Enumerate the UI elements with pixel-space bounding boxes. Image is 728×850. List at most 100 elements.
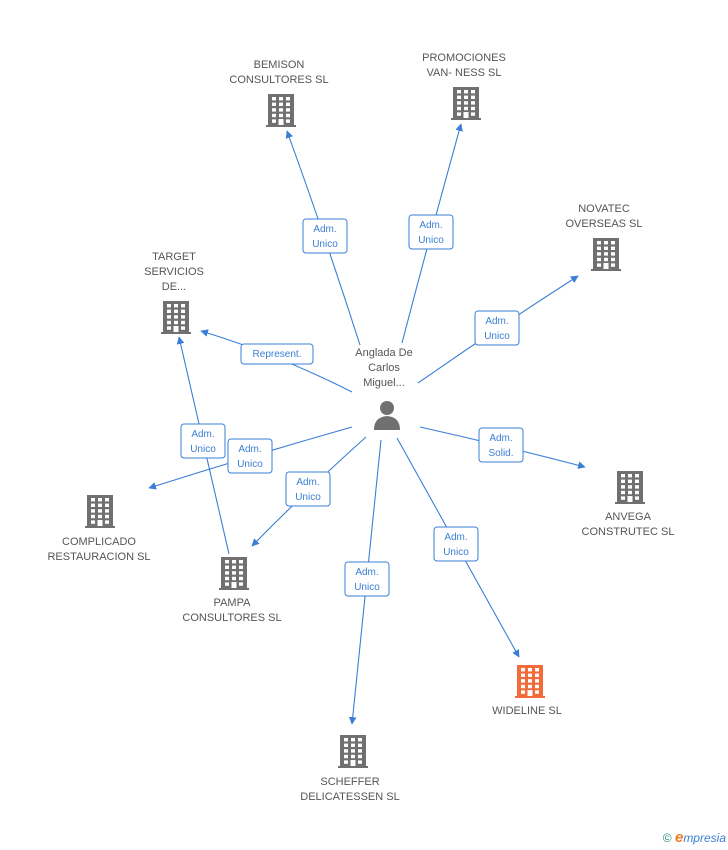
building-window [98,514,102,519]
person-name[interactable]: Anglada De [355,347,413,359]
building-icon[interactable] [85,495,115,528]
edge-complicado: Adm.Unico [148,426,353,490]
building-icon[interactable] [451,87,481,120]
person-body [374,416,400,430]
company-name[interactable]: DELICATESSEN SL [300,791,399,803]
building-window [279,108,283,112]
company-name[interactable]: SERVICIOS [144,266,204,278]
building-window [635,485,639,489]
building-door [350,760,356,767]
building-icon[interactable] [615,471,645,504]
company-name[interactable]: RESTAURACION SL [47,551,150,563]
company-name[interactable]: COMPLICADO [62,536,136,548]
edge-promociones: Adm.Unico [401,123,463,344]
building-window [272,102,276,106]
building-icon[interactable] [161,301,191,334]
company-name[interactable]: SCHEFFER [320,776,379,788]
building-door [627,496,633,503]
edge-label-box [408,214,454,250]
building-window [535,684,539,689]
company-name[interactable]: PROMOCIONES [422,52,506,64]
company-node-wideline[interactable]: WIDELINE SL [492,665,562,717]
building-icon[interactable] [591,238,621,271]
edge-label-box [302,218,348,254]
company-name[interactable]: OVERSEAS SL [565,218,642,230]
building-window [464,106,468,111]
building-window [521,684,525,689]
empresia-logo[interactable]: empresia [674,829,726,846]
edge-role-label[interactable]: Adm.Solid. [478,427,524,463]
building-window [239,560,243,564]
company-name[interactable]: DE... [162,281,186,293]
company-name[interactable]: VAN- NESS SL [427,67,502,79]
edge-label-text: Unico [443,547,469,558]
edge-role-label[interactable]: Adm.Unico [302,218,348,254]
building-window [181,309,185,313]
edge-role-label[interactable]: Adm.Unico [433,526,479,562]
building-icon[interactable] [338,735,368,768]
edge-label-text: Unico [295,492,321,503]
company-name[interactable]: CONSTRUTEC SL [582,526,675,538]
edge-role-label[interactable]: Adm.Unico [344,561,390,597]
company-name[interactable]: CONSULTORES SL [229,74,328,86]
building-icon[interactable] [266,94,296,127]
company-node-bemison[interactable]: BEMISON CONSULTORES SL [229,59,329,127]
company-name[interactable]: WIDELINE SL [492,705,562,717]
company-node-target[interactable]: TARGET SERVICIOS DE... [144,251,204,334]
building-door [278,119,284,126]
company-name[interactable]: BEMISON [254,59,305,71]
person-icon[interactable] [374,401,400,430]
edge-role-label[interactable]: Adm.Unico [180,423,226,459]
company-node-scheffer[interactable]: SCHEFFER DELICATESSEN SL [300,735,400,803]
building-window [597,246,601,250]
edge-role-label[interactable]: Adm.Unico [285,471,331,507]
person-head [380,401,394,415]
person-name[interactable]: Miguel... [363,377,405,389]
building-window [167,309,171,313]
building-base [451,118,481,120]
edge-role-label[interactable]: Adm.Unico [474,310,520,346]
edge-scheffer: Adm.Unico [344,439,390,725]
building-window [181,315,185,319]
building-window [344,743,348,747]
edge-label-box [478,427,524,463]
company-node-pampa[interactable]: PAMPA CONSULTORES SL [182,557,282,624]
building-base [591,269,621,271]
building-window [521,673,525,677]
building-base [219,588,249,590]
company-node-anvega[interactable]: ANVEGA CONSTRUTEC SL [582,471,675,538]
building-base [266,125,296,127]
center-person[interactable]: Anglada De CarlosMiguel... [355,347,413,430]
building-window [351,738,355,742]
edge-role-label[interactable]: Represent. [240,343,314,365]
company-name[interactable]: ANVEGA [605,511,652,523]
company-node-promociones[interactable]: PROMOCIONES VAN- NESS SL [422,52,506,120]
company-name[interactable]: NOVATEC [578,203,630,215]
edge-bemison: Adm.Unico [285,130,361,346]
edge-role-label[interactable]: Adm.Unico [227,438,273,474]
building-window [521,690,525,694]
building-window [611,246,615,250]
edge-role-label[interactable]: Adm.Unico [408,214,454,250]
edge-label-box [433,526,479,562]
building-icon[interactable] [515,665,545,698]
company-node-novatec[interactable]: NOVATEC OVERSEAS SL [565,203,643,271]
company-name[interactable]: TARGET [152,251,196,263]
company-node-complicado[interactable]: COMPLICADO RESTAURACION SL [47,495,151,563]
company-name[interactable]: CONSULTORES SL [182,612,281,624]
building-icon[interactable] [219,557,249,590]
building-window [174,304,178,308]
building-window [611,241,615,245]
building-window [98,509,102,513]
building-window [358,754,362,759]
building-window [272,97,276,101]
person-name[interactable]: Carlos [368,362,400,374]
company-name[interactable]: PAMPA [214,597,252,609]
building-window [232,560,236,564]
building-window [181,304,185,308]
building-window [621,496,625,500]
edge-label-box [285,471,331,507]
building-window [528,684,532,689]
edge-wideline: Adm.Unico [396,437,520,658]
